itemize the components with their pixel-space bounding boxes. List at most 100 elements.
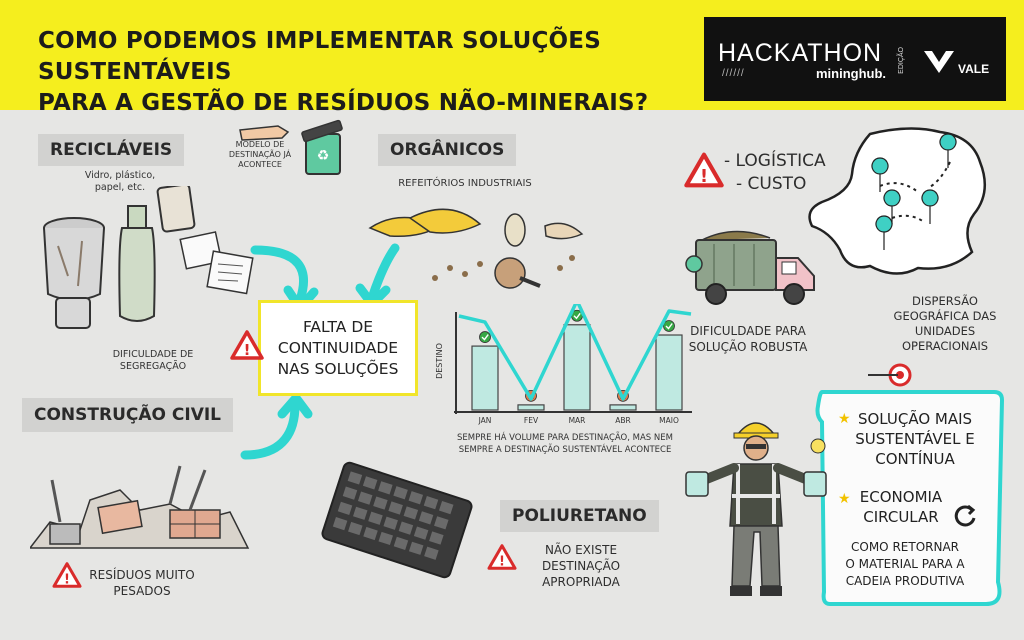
truck-note: DIFICULDADE PARA SOLUÇÃO ROBUSTA [678, 323, 818, 355]
svg-text:!: ! [244, 341, 251, 359]
tick-label-maio: MAIO [659, 416, 679, 425]
modelo-line-2: DESTINAÇÃO JÁ [228, 150, 292, 159]
garbage-truck-icon [685, 230, 815, 305]
tick-label-fev: FEV [524, 416, 539, 425]
warning-icon: ! [487, 544, 517, 570]
vale-logo-icon [924, 51, 954, 73]
minas-gerais-map-icon [808, 127, 987, 275]
title-banner: COMO PODEMOS IMPLEMENTAR SOLUÇÕES SUSTEN… [0, 0, 1024, 116]
organicos-label: ORGÂNICOS [378, 134, 517, 166]
solution-item-2: ★ ECONOMIA CIRCULAR [838, 487, 956, 527]
svg-text:!: ! [700, 167, 708, 187]
tick-label-abr: ABR [615, 416, 631, 425]
organic-waste-illustration-icon [368, 208, 584, 289]
truck-note-line-1: DIFICULDADE PARA [690, 324, 806, 338]
svg-text:♻: ♻ [317, 147, 330, 163]
reciclaveis-note: DIFICULDADE DE SEGREGAÇÃO [98, 349, 208, 373]
check-mark [573, 312, 581, 320]
logo-vale-text: VALE [958, 62, 990, 76]
solution-item-3-line-3: CADEIA PRODUTIVA [845, 574, 965, 588]
destino-bar-chart: DESTINO JAN FEV MAR ABR MAIO [435, 304, 692, 425]
rubble-illustration-icon [30, 465, 250, 549]
construcao-note: RESÍDUOS MUITO PESADOS [82, 567, 202, 599]
poliuretano-label: POLIURETANO [500, 500, 659, 532]
solution-item-2-line-2: CIRCULAR [863, 508, 939, 526]
solution-item-3-line-2: O MATERIAL PARA A [845, 557, 965, 571]
chart-caption: SEMPRE HÁ VOLUME PARA DESTINAÇÃO, MAS NE… [425, 432, 705, 456]
modelo-line-1: MODELO DE [235, 140, 285, 149]
map-note-line-1: DISPERSÃO [912, 294, 978, 308]
center-line-3: NAS SOLUÇÕES [277, 360, 399, 378]
hackathon-logo: HACKATHON ////// mininghub. EDIÇÃO VALE [704, 17, 1006, 101]
check-mark [481, 334, 489, 341]
solution-item-1-line-2: SUSTENTÁVEL E [855, 430, 975, 448]
chart-caption-line-2: SEMPRE A DESTINAÇÃO SUSTENTÁVEL ACONTECE [458, 445, 672, 455]
cycle-arrow-icon [954, 504, 976, 527]
center-line-2: CONTINUIDADE [277, 339, 399, 357]
poliuretano-note-line-1: NÃO EXISTE [544, 543, 618, 557]
tick-label-jan: JAN [478, 416, 492, 425]
bar-jan [471, 345, 499, 411]
logo-hackathon-text: HACKATHON [718, 39, 883, 67]
logo-slashes: ////// [722, 68, 745, 79]
worker-illustration-icon [685, 422, 827, 596]
check-icon [479, 331, 491, 343]
solution-item-1-line-1: SOLUÇÃO MAIS [857, 410, 973, 428]
reciclaveis-subtitle: Vidro, plástico, papel, etc. [84, 170, 156, 193]
reciclaveis-note-line-2: SEGREGAÇÃO [119, 361, 187, 372]
custo-line: - CUSTO [736, 174, 807, 194]
poliuretano-note: NÃO EXISTE DESTINAÇÃO APROPRIADA [526, 542, 636, 590]
map-note-line-2: GEOGRÁFICA DAS [893, 309, 997, 323]
tick-label-mar: MAR [569, 416, 586, 425]
svg-text:!: ! [64, 573, 70, 588]
page-title: COMO PODEMOS IMPLEMENTAR SOLUÇÕES SUSTEN… [38, 26, 678, 119]
poliuretano-note-line-3: APROPRIADA [542, 575, 620, 589]
solution-scroll-frame [815, 390, 1005, 606]
solution-item-3: COMO RETORNAR O MATERIAL PARA A CADEIA P… [826, 539, 984, 590]
check-icon [663, 320, 675, 332]
warning-icon: ! [52, 562, 82, 588]
modelo-line-3: ACONTECE [238, 160, 282, 169]
center-line-1: FALTA DE [302, 318, 374, 336]
warning-icon: ! [684, 152, 724, 188]
solution-item-2-line-1: ECONOMIA [859, 488, 943, 506]
reciclaveis-label: RECICLÁVEIS [38, 134, 185, 166]
bar-fev [517, 404, 545, 411]
map-note-line-4: OPERACIONAIS [901, 339, 989, 353]
star-icon: ★ [838, 491, 851, 507]
solution-item-1: ★ SOLUÇÃO MAIS SUSTENTÁVEL E CONTÍNUA [838, 409, 990, 469]
trend-line [458, 304, 692, 401]
check-mark [665, 323, 673, 330]
solution-item-3-line-1: COMO RETORNAR [851, 540, 959, 554]
map-note: DISPERSÃO GEOGRÁFICA DAS UNIDADES OPERAC… [880, 294, 1010, 354]
recyclables-illustration-icon [43, 186, 254, 329]
y-axis-label: DESTINO [435, 343, 444, 379]
star-icon: ★ [838, 411, 851, 427]
target-icon [868, 363, 912, 387]
recycle-bin-icon: ♻ [239, 119, 343, 175]
center-text: FALTA DE CONTINUIDADE NAS SOLUÇÕES [261, 317, 415, 380]
logistica-custo-text: - LOGÍSTICA - CUSTO [724, 150, 844, 196]
map-note-line-3: UNIDADES [914, 324, 976, 338]
construcao-note-line-2: PESADOS [113, 584, 171, 598]
falta-de-continuidade-box: FALTA DE CONTINUIDADE NAS SOLUÇÕES [258, 300, 418, 396]
logo-mininghub-text: mininghub. [816, 66, 887, 81]
title-line-2: PARA A GESTÃO DE RESÍDUOS NÃO-MINERAIS? [38, 90, 649, 116]
truck-note-line-2: SOLUÇÃO ROBUSTA [688, 340, 808, 354]
svg-text:!: ! [499, 555, 505, 570]
bar-abr [609, 404, 637, 411]
organicos-subtitle: REFEITÓRIOS INDUSTRIAIS [398, 178, 532, 189]
bar-mar [563, 324, 591, 411]
bar-maio [655, 334, 683, 411]
title-line-1: COMO PODEMOS IMPLEMENTAR SOLUÇÕES SUSTEN… [38, 28, 601, 85]
modelo-destinacao-note: MODELO DE DESTINAÇÃO JÁ ACONTECE [214, 140, 306, 170]
logistica-line: - LOGÍSTICA [724, 151, 826, 171]
poliuretano-note-line-2: DESTINAÇÃO [541, 559, 621, 573]
polyurethane-panel-icon [321, 461, 473, 579]
chart-caption-line-1: SEMPRE HÁ VOLUME PARA DESTINAÇÃO, MAS NE… [457, 433, 673, 443]
warning-icon: ! [230, 330, 264, 360]
construcao-note-line-1: RESÍDUOS MUITO [89, 568, 195, 582]
solution-item-1-line-3: CONTÍNUA [875, 450, 955, 468]
reciclaveis-note-line-1: DIFICULDADE DE [112, 349, 194, 360]
